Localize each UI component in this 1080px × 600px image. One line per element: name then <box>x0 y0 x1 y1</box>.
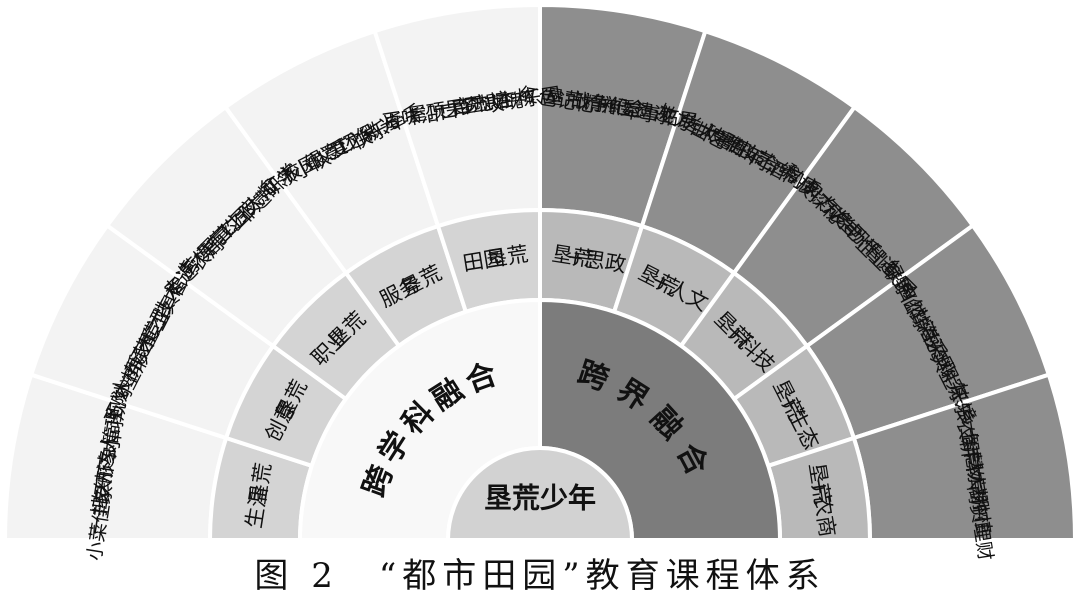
center-label: 垦荒少年 <box>484 482 596 515</box>
center-half-disc <box>445 446 635 542</box>
fan-sectors <box>2 2 1078 542</box>
figure-caption: 图 2 “都市田园”教育课程体系 <box>254 556 826 596</box>
